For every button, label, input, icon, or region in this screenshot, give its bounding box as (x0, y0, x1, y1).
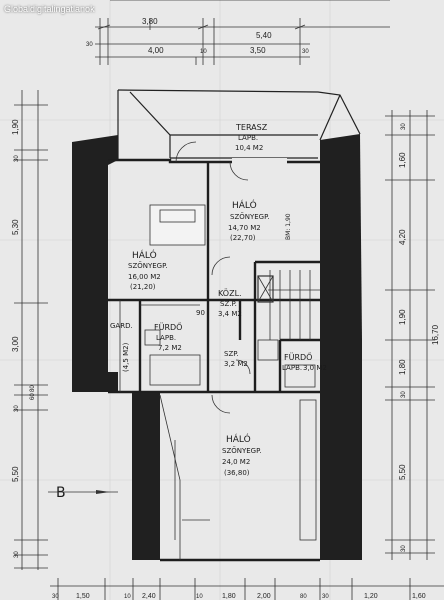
dim-left-7: 30 (14, 405, 20, 412)
room-halo-ne-area: 14,70 M2 (228, 224, 261, 232)
bottom-dimension-texts: 30 1,50 10 2,40 10 1,80 2,00 80 30 1,20 … (52, 593, 426, 600)
dim-bottom-11: 1,60 (412, 593, 426, 600)
room-terasz-type: LAPB. (238, 134, 258, 142)
room-halo-s-type: SZŐNYEGP. (222, 446, 261, 455)
dim-top-3: 4,00 (148, 46, 164, 55)
dim-left-6: 60 (30, 393, 36, 400)
dim-left-1: 1,90 (11, 119, 20, 135)
dim-bottom-9: 30 (322, 594, 329, 600)
dim-top-7: 30 (302, 49, 309, 55)
dim-top-5: 30 (86, 42, 93, 48)
dim-left-2: 30 (14, 155, 20, 162)
dim-top-1: 3,80 (142, 17, 158, 26)
room-furdo-1-area: 7,2 M2 (158, 344, 182, 352)
room-furdo-2-name: FÜRDŐ (284, 352, 312, 362)
dim-bottom-7: 2,00 (257, 593, 271, 600)
room-halo-ne: HÁLÓ SZŐNYEGP. 14,70 M2 (22,70) BM: 1,90 (228, 199, 292, 242)
wall-cuts (72, 134, 362, 560)
dim-right-3: 4,20 (398, 229, 407, 245)
bed-furniture (149, 204, 206, 246)
room-furdo-1-type: LAPB. (156, 334, 176, 342)
dim-right-8: 30 (401, 545, 407, 552)
room-halo-w-type: SZŐNYEGP. (128, 261, 167, 270)
room-halo-w-name: HÁLÓ (132, 249, 157, 261)
room-terasz-name: TERASZ (235, 123, 268, 132)
dim-bottom-3: 10 (124, 594, 131, 600)
dim-left-9: 80 (30, 385, 36, 392)
dim-right-2: 1,60 (398, 152, 407, 168)
dim-bottom-1: 30 (52, 594, 59, 600)
room-furdo-2-area: 3,0 M2 (303, 364, 327, 372)
room-furdo-1-name: FÜRDŐ (154, 322, 182, 332)
dim-right-total: 16,70 (431, 324, 440, 345)
room-halo-w-extra: (21,20) (130, 283, 156, 291)
right-dimension-lines (385, 110, 435, 560)
room-furdo-2-type: LAPB. (282, 364, 302, 372)
room-szp: SZP. 3,2 M2 (224, 350, 248, 368)
dim-bottom-4: 2,40 (142, 593, 156, 600)
room-kozl: KÖZL. SZ.P. 3,4 M2 (218, 288, 242, 318)
room-szp-name: SZP. (224, 350, 239, 358)
dim-left-3: 5,30 (11, 219, 20, 235)
detail-lines (119, 270, 320, 560)
dim-right-7: 5,50 (398, 464, 407, 480)
dim-right-5: 1,80 (398, 359, 407, 375)
room-halo-ne-bm: BM: 1,90 (285, 213, 292, 240)
dim-top-4: 3,50 (250, 46, 266, 55)
dim-top-2: 5,40 (256, 31, 272, 40)
room-halo-ne-name: HÁLÓ (232, 199, 257, 211)
room-halo-ne-extra: (22,70) (230, 234, 256, 242)
room-kozl-area: 3,4 M2 (218, 310, 242, 318)
room-halo-w-area: 16,00 M2 (128, 273, 161, 281)
dim-bottom-5: 10 (196, 594, 203, 600)
dim-left-4: 3,00 (11, 336, 20, 352)
room-halo-w: HÁLÓ SZŐNYEGP. 16,00 M2 (21,20) (128, 249, 167, 291)
door-width-label: 90 (196, 309, 205, 317)
room-furdo-2: FÜRDŐ LAPB. 3,0 M2 (282, 352, 327, 372)
room-terasz: TERASZ LAPB. 10,4 M2 (235, 123, 268, 152)
dim-right-1: 30 (401, 123, 407, 130)
top-dimension-lines (95, 0, 390, 65)
bottom-dimension-lines (50, 578, 444, 600)
room-furdo-1: FÜRDŐ LAPB. 7,2 M2 (154, 322, 182, 352)
room-halo-s-area: 24,0 M2 (222, 458, 250, 466)
dim-left-5: 5,50 (11, 466, 20, 482)
dim-left-8: 30 (14, 551, 20, 558)
room-terasz-area: 10,4 M2 (235, 144, 263, 152)
room-gard: GARD. (4,5 M2) (110, 322, 133, 372)
room-halo-s: HÁLÓ SZŐNYEGP. 24,0 M2 (36,80) (222, 433, 261, 477)
right-dimension-texts: 30 1,60 4,20 1,90 1,80 30 5,50 30 16,70 (398, 123, 440, 552)
dim-bottom-10: 1,20 (364, 593, 378, 600)
interior-walls (108, 158, 320, 562)
left-dimension-lines (14, 90, 48, 570)
top-dimension-texts: 3,80 5,40 4,00 3,50 30 10 30 (86, 17, 309, 55)
terrace-door-gap (232, 158, 287, 164)
room-gard-name: GARD. (110, 322, 133, 330)
left-dimension-texts: 1,90 30 5,30 3,00 5,50 60 30 30 80 (11, 119, 36, 558)
room-gard-area: (4,5 M2) (122, 342, 130, 372)
dim-right-4: 1,90 (398, 309, 407, 325)
room-kozl-type: SZ.P. (220, 300, 237, 308)
section-marker-b: B (56, 485, 66, 501)
section-arrow (96, 490, 110, 494)
room-szp-area: 3,2 M2 (224, 360, 248, 368)
room-kozl-name: KÖZL. (218, 288, 242, 298)
door-swings (175, 141, 251, 414)
dim-bottom-8: 80 (300, 594, 307, 600)
room-halo-s-extra: (36,80) (224, 469, 250, 477)
dim-bottom-6: 1,80 (222, 593, 236, 600)
room-halo-s-name: HÁLÓ (226, 433, 251, 445)
room-halo-ne-type: SZŐNYEGP. (230, 212, 269, 221)
dim-top-6: 10 (200, 49, 207, 55)
dim-bottom-2: 1,50 (76, 593, 90, 600)
watermark-text: Globaldigitalingatlanok (4, 4, 95, 14)
dim-right-6: 30 (401, 391, 407, 398)
